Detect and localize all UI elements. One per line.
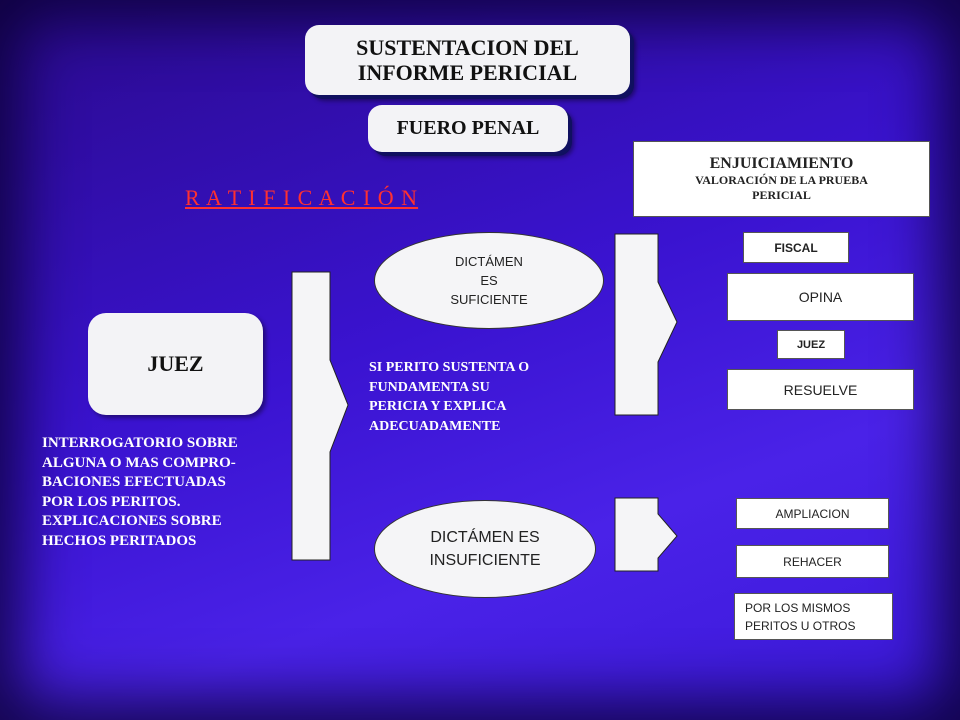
- dictamen-suficiente-ellipse: DICTÁMEN ES SUFICIENTE: [374, 232, 604, 329]
- enjuiciamiento-title: ENJUICIAMIENTO: [709, 155, 854, 172]
- juez-small-label: JUEZ: [796, 338, 826, 351]
- enjuiciamiento-line1: VALORACIÓN DE LA PRUEBA: [695, 173, 868, 187]
- juez-small-box: JUEZ: [777, 330, 845, 359]
- main-title-line2: INFORME PERICIAL: [357, 60, 578, 85]
- bracket-arrow-main: [291, 271, 349, 561]
- suficiente-line: DICTÁMEN: [455, 254, 523, 269]
- interrogatorio-line: BACIONES EFECTUADAS: [42, 474, 226, 490]
- bracket-arrow-lower: [614, 497, 678, 572]
- resuelve-box: RESUELVE: [727, 369, 914, 410]
- main-title-line1: SUSTENTACION DEL: [356, 34, 579, 60]
- si-perito-line: PERICIA Y EXPLICA: [369, 399, 507, 414]
- bracket-arrow-upper: [614, 233, 678, 416]
- opina-label: OPINA: [798, 289, 843, 305]
- enjuiciamiento-line2: PERICIAL: [752, 188, 811, 202]
- interrogatorio-line: INTERROGATORIO SOBRE: [42, 435, 238, 451]
- interrogatorio-text: INTERROGATORIO SOBRE ALGUNA O MAS COMPRO…: [42, 434, 238, 551]
- insuficiente-line: DICTÁMEN ES: [430, 529, 540, 546]
- mismos-peritos-box: POR LOS MISMOS PERITOS U OTROS: [734, 593, 893, 640]
- fuero-penal-box: FUERO PENAL: [368, 105, 568, 152]
- resuelve-label: RESUELVE: [783, 381, 858, 398]
- si-perito-text: SI PERITO SUSTENTA O FUNDAMENTA SU PERIC…: [369, 358, 529, 436]
- main-title-box: SUSTENTACION DEL INFORME PERICIAL: [305, 25, 630, 95]
- interrogatorio-line: EXPLICACIONES SOBRE: [42, 513, 222, 529]
- opina-box: OPINA: [727, 273, 914, 321]
- interrogatorio-line: POR LOS PERITOS.: [42, 493, 181, 510]
- interrogatorio-line: ALGUNA O MAS COMPRO-: [42, 454, 236, 471]
- rehacer-box: REHACER: [736, 545, 889, 578]
- ratificacion-heading: R A T I F I C A C I Ó N: [185, 185, 419, 210]
- fuero-penal-label: FUERO PENAL: [396, 117, 540, 139]
- si-perito-line: ADECUADAMENTE: [369, 418, 501, 434]
- interrogatorio-line: HECHOS PERITADOS: [42, 532, 197, 549]
- si-perito-line: SI PERITO SUSTENTA O: [369, 360, 530, 375]
- insuficiente-line: INSUFICIENTE: [429, 552, 541, 569]
- ampliacion-box: AMPLIACION: [736, 498, 889, 529]
- si-perito-line: FUNDAMENTA SU: [369, 379, 490, 395]
- enjuiciamiento-box: ENJUICIAMIENTO VALORACIÓN DE LA PRUEBA P…: [633, 141, 930, 217]
- mismos-line: PERITOS U OTROS: [745, 618, 856, 633]
- juez-box: JUEZ: [88, 313, 263, 415]
- suficiente-line: ES: [480, 273, 498, 288]
- ampliacion-label: AMPLIACION: [775, 506, 850, 521]
- suficiente-line: SUFICIENTE: [450, 292, 528, 307]
- dictamen-insuficiente-ellipse: DICTÁMEN ES INSUFICIENTE: [374, 500, 596, 598]
- fiscal-label: FISCAL: [774, 240, 818, 255]
- rehacer-label: REHACER: [783, 554, 842, 569]
- mismos-line: POR LOS MISMOS: [745, 600, 851, 615]
- juez-label: JUEZ: [147, 351, 204, 376]
- fiscal-box: FISCAL: [743, 232, 849, 263]
